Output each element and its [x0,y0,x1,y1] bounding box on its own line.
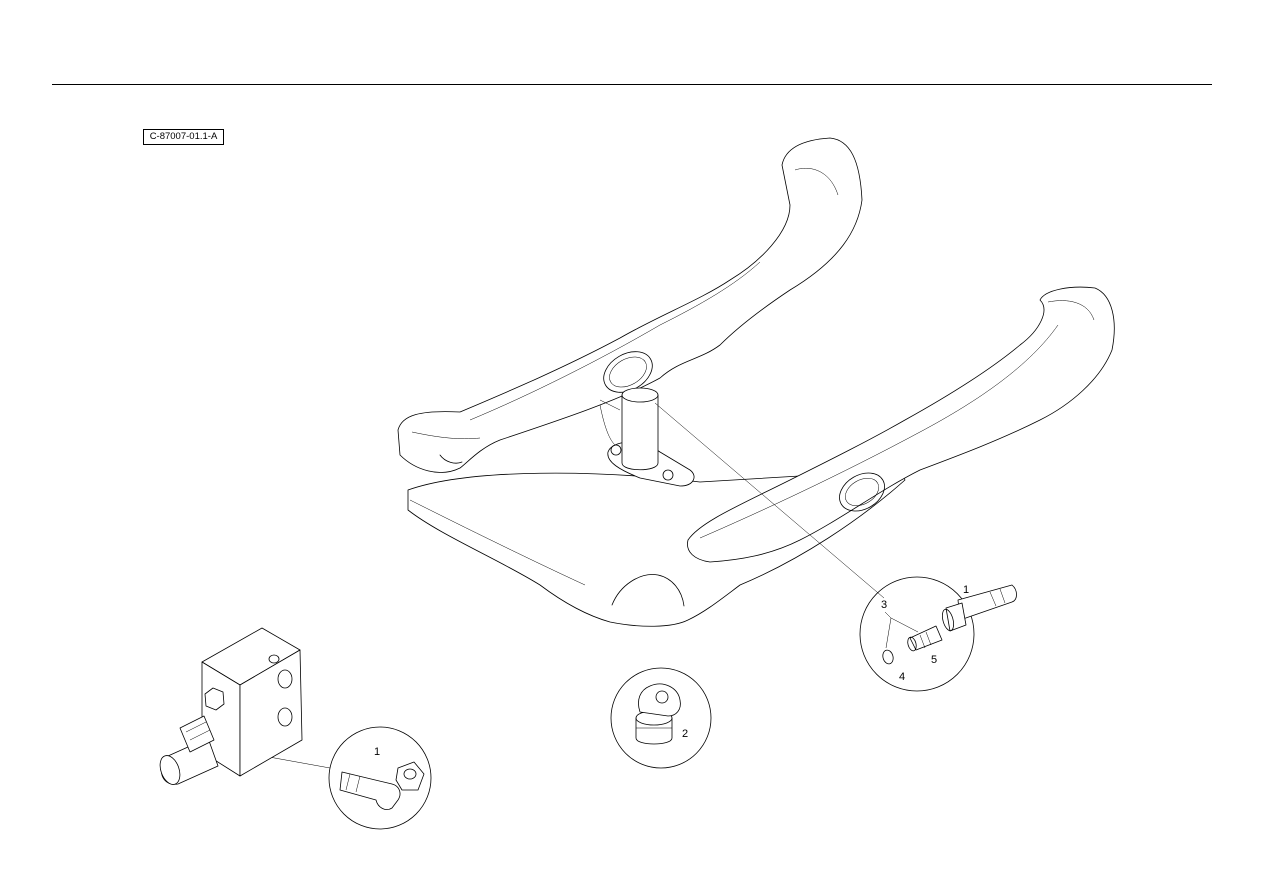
block-port-lower [277,707,293,727]
main-frame [397,137,1115,627]
adapter-union [909,625,943,651]
callout-2: 2 [682,728,688,740]
pin-body [621,394,659,471]
clip-retainer [638,683,681,717]
pin-top-face [621,387,659,403]
front-arm [687,286,1115,563]
callout-1-left: 1 [374,746,380,758]
flange-bolt-right [662,469,674,481]
callout-5: 5 [931,654,937,666]
detail-balloon-elbow-hose: 1 [328,726,432,830]
block-side-face [239,649,303,777]
pivot-pin [599,387,695,487]
detail-balloon-pin-clip: 2 [610,667,712,769]
block-port-upper [277,669,293,689]
o-ring [882,649,894,665]
detail-balloon-fittings: 1 3 4 5 [859,576,1017,692]
valve-block [159,627,303,785]
rear-arm-bore [603,351,653,393]
clip-collar [635,717,673,745]
flange-bolt-left [610,444,622,456]
elbow-hose [339,771,401,810]
hose-nut [945,602,967,632]
rear-arm [397,137,863,473]
callout-3: 3 [881,599,887,611]
hex-plug [204,687,225,711]
base-plate-notch [611,574,685,607]
callout-1-right: 1 [963,584,969,596]
figure-reference-code: C-87007-01.1-A [143,129,224,145]
leader-right-detail [654,402,885,599]
elbow-nut [395,761,425,791]
solenoid-connector [179,715,215,753]
callout-4: 4 [899,671,905,683]
front-arm-bore [839,472,885,512]
header-rule [52,84,1212,85]
